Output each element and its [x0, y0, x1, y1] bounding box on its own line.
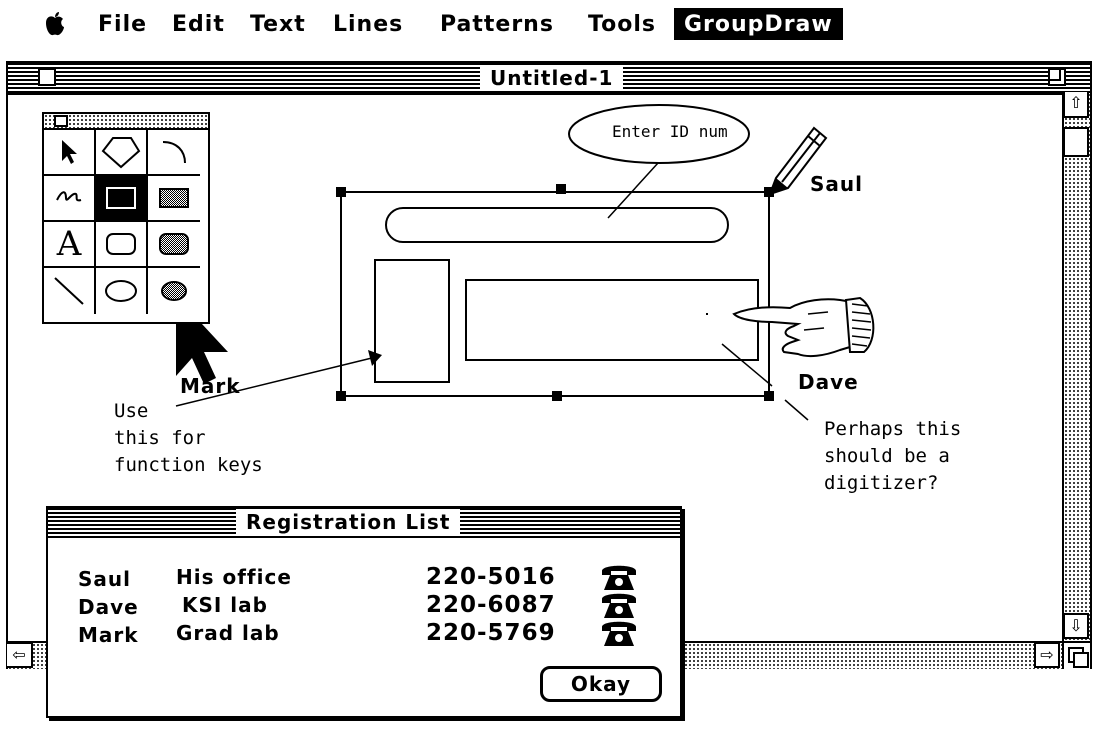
- note-line: this for: [114, 427, 206, 449]
- filled-oval-tool[interactable]: [148, 268, 200, 314]
- filled-rounded-rect-tool[interactable]: [148, 222, 200, 268]
- tool-palette: A: [42, 112, 210, 324]
- window-title-bar[interactable]: Untitled-1: [8, 63, 1090, 95]
- arc-tool[interactable]: [148, 130, 200, 176]
- reg-name-cell: Mark: [78, 623, 139, 647]
- note-line: digitizer?: [824, 472, 939, 494]
- vertical-scrollbar[interactable]: ⇧ ⇩: [1062, 92, 1090, 669]
- registration-title-bar[interactable]: Registration List: [48, 508, 680, 538]
- pointer-icon: [62, 140, 77, 164]
- menu-tools[interactable]: Tools: [588, 12, 656, 37]
- telephone-icon[interactable]: [600, 618, 638, 648]
- reg-location-cell: Grad lab: [176, 621, 280, 645]
- note-line: Perhaps this: [824, 418, 962, 440]
- select-tool[interactable]: [44, 130, 96, 176]
- palette-title-bar[interactable]: [44, 114, 208, 130]
- reg-name-cell: Dave: [78, 595, 139, 619]
- filled-rectangle-tool[interactable]: [148, 176, 200, 222]
- oval-icon: [105, 280, 137, 302]
- reg-phone-cell: 220-5769: [426, 620, 556, 646]
- rounded-rect-icon: [106, 233, 136, 255]
- filled-rectangle-icon: [159, 188, 189, 208]
- grow-box-icon[interactable]: [1062, 641, 1090, 669]
- freehand-tool[interactable]: [44, 176, 96, 222]
- scroll-down-arrow-icon[interactable]: ⇩: [1063, 613, 1089, 639]
- note-line: should be a: [824, 445, 950, 467]
- filled-rounded-rect-icon: [159, 233, 189, 255]
- apple-icon[interactable]: [44, 11, 66, 37]
- arrowhead-icon: [368, 350, 382, 366]
- freehand-icon: [56, 191, 82, 202]
- pencil-icon: [768, 126, 828, 196]
- arc-icon: [162, 141, 186, 164]
- registration-list-window: Registration List Saul His office 220-50…: [46, 506, 682, 718]
- line-icon: [54, 277, 84, 305]
- id-input-shape: [385, 207, 729, 243]
- note-line: Use: [114, 400, 149, 422]
- menu-file[interactable]: File: [98, 12, 148, 37]
- note-function-keys: Use this for function keys: [114, 398, 263, 479]
- selection-handles: [336, 184, 774, 401]
- scroll-left-arrow-icon[interactable]: ⇦: [7, 642, 33, 668]
- reg-location-cell: KSI lab: [182, 593, 268, 617]
- palette-close-icon: [54, 115, 68, 127]
- user-label-mark: Mark: [180, 374, 241, 398]
- close-box-icon[interactable]: [38, 68, 56, 86]
- oval-tool[interactable]: [96, 268, 148, 314]
- menu-edit[interactable]: Edit: [172, 12, 225, 37]
- menu-bar: File Edit Text Lines Patterns Tools Grou…: [0, 0, 1094, 48]
- polygon-tool[interactable]: [96, 130, 148, 176]
- scroll-right-arrow-icon[interactable]: ⇨: [1034, 642, 1060, 668]
- telephone-icon[interactable]: [600, 590, 638, 620]
- rectangle-tool[interactable]: [96, 176, 148, 222]
- scroll-up-arrow-icon[interactable]: ⇧: [1063, 92, 1089, 118]
- polygon-icon: [101, 137, 141, 169]
- menu-groupdraw[interactable]: GroupDraw: [674, 8, 843, 40]
- reg-name-cell: Saul: [78, 567, 131, 591]
- vertical-scroll-thumb[interactable]: [1063, 127, 1089, 157]
- registration-title: Registration List: [236, 509, 461, 535]
- callout-bubble: [568, 104, 750, 164]
- note-digitizer: Perhaps this should be a digitizer?: [824, 416, 961, 497]
- callout-text: Enter ID num: [612, 122, 728, 141]
- reg-phone-cell: 220-5016: [426, 564, 556, 590]
- rectangle-icon: [106, 187, 136, 209]
- menu-text[interactable]: Text: [250, 12, 306, 37]
- telephone-icon[interactable]: [600, 562, 638, 592]
- menu-lines[interactable]: Lines: [333, 12, 404, 37]
- text-a-icon: A: [56, 224, 82, 264]
- text-tool[interactable]: A: [44, 222, 96, 268]
- zoom-box-icon[interactable]: [1048, 68, 1066, 86]
- user-label-saul: Saul: [810, 172, 863, 196]
- pointing-hand-icon: [732, 296, 875, 358]
- reg-location-cell: His office: [176, 565, 292, 589]
- window-title: Untitled-1: [480, 65, 624, 91]
- display-area-shape: [465, 279, 759, 361]
- note-line: function keys: [114, 454, 263, 476]
- filled-oval-icon: [161, 281, 187, 301]
- menu-patterns[interactable]: Patterns: [440, 12, 554, 37]
- line-tool[interactable]: [44, 268, 96, 314]
- reg-phone-cell: 220-6087: [426, 592, 556, 618]
- rounded-rect-tool[interactable]: [96, 222, 148, 268]
- user-label-dave: Dave: [798, 370, 859, 394]
- okay-button[interactable]: Okay: [540, 666, 662, 702]
- function-keys-shape: [374, 259, 450, 383]
